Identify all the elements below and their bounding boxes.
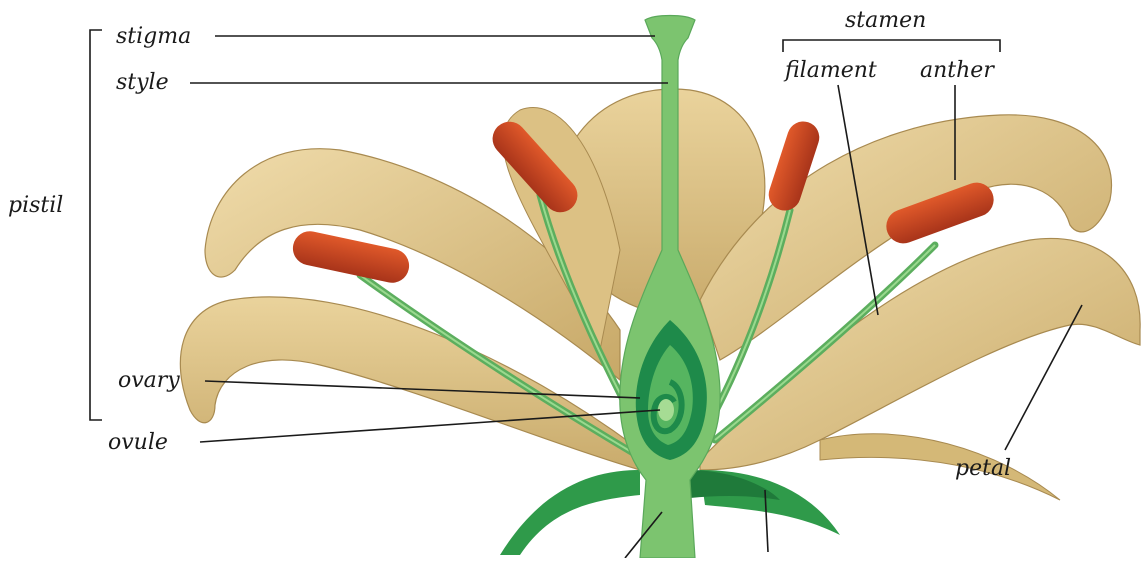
label-stamen: stamen: [845, 10, 926, 32]
label-pistil: pistil: [8, 195, 63, 217]
label-filament: filament: [785, 60, 877, 82]
label-anther: anther: [920, 60, 994, 82]
label-ovary: ovary: [118, 370, 180, 392]
label-stigma: stigma: [116, 26, 191, 48]
label-style: style: [116, 72, 169, 94]
label-petal: petal: [955, 458, 1011, 480]
label-ovule: ovule: [108, 432, 168, 454]
